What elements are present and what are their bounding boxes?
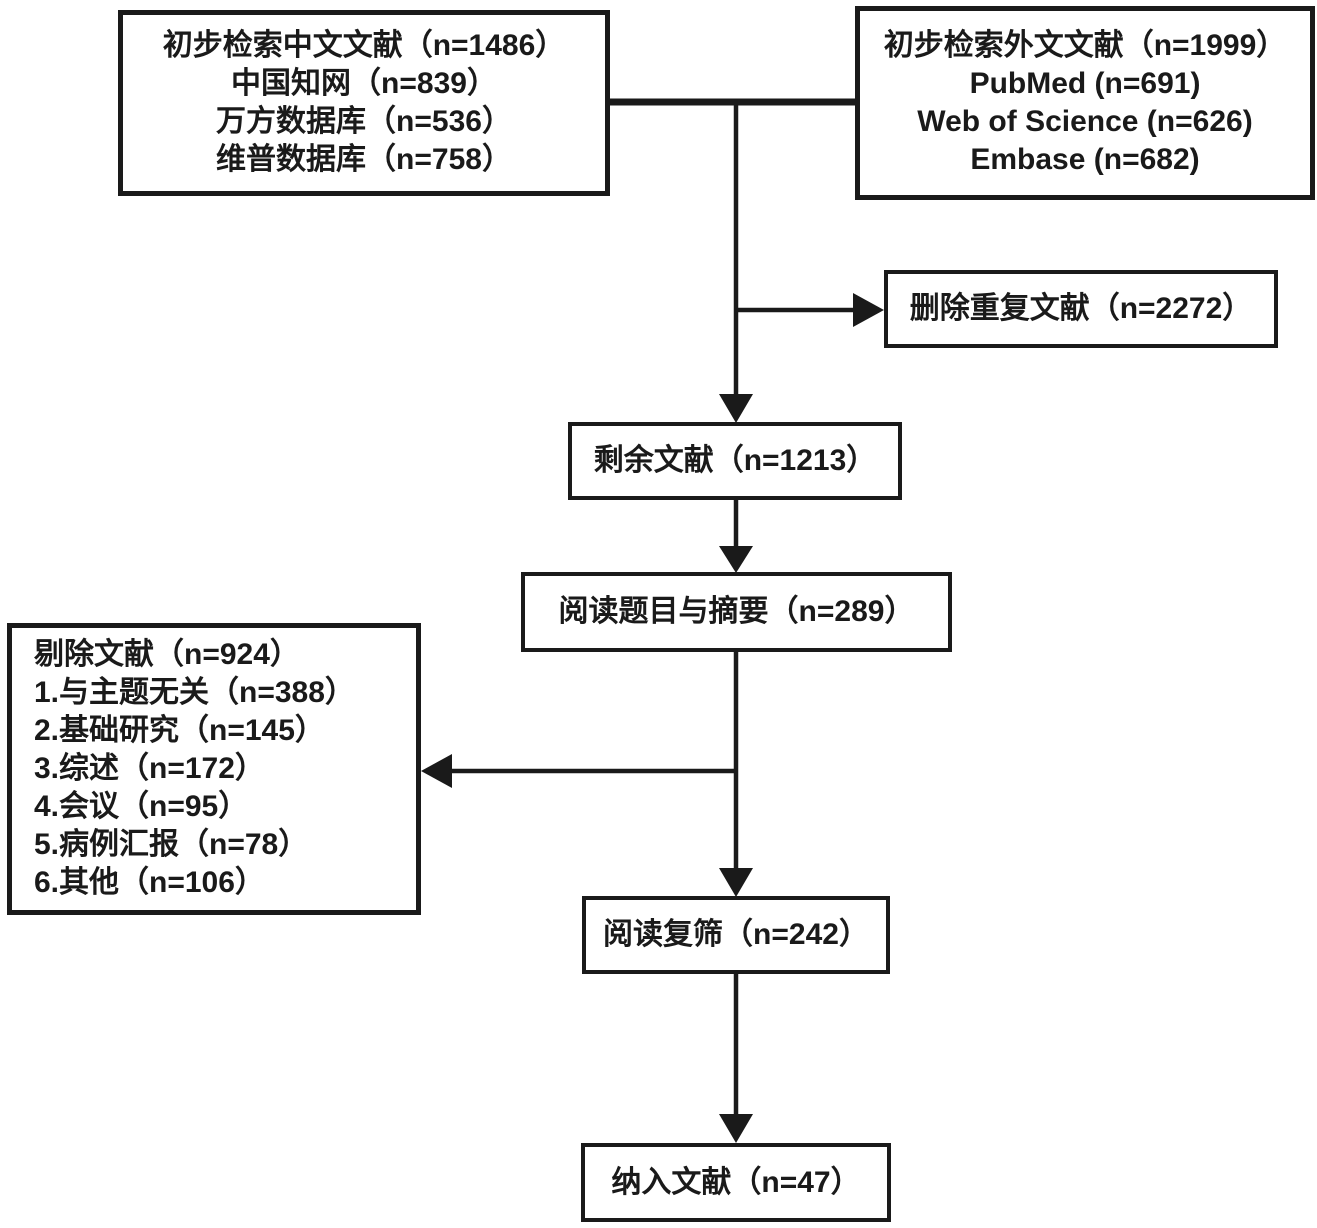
full-text-rescreen-label: 阅读复筛（n=242） (603, 918, 869, 951)
excluded-reason-2: 2.基础研究（n=145） (34, 714, 325, 747)
excluded-reason-1: 1.与主题无关（n=388） (34, 676, 355, 709)
excluded-reason-5: 5.病例汇报（n=78） (34, 828, 309, 861)
box-excluded: 剔除文献（n=924） 1.与主题无关（n=388） 2.基础研究（n=145）… (7, 623, 421, 915)
foreign-search-wos: Web of Science (n=626) (917, 105, 1253, 138)
box-chinese-search: 初步检索中文文献（n=1486） 中国知网（n=839） 万方数据库（n=536… (118, 10, 610, 196)
excluded-reason-6: 6.其他（n=106） (34, 866, 265, 899)
foreign-search-embase: Embase (n=682) (970, 143, 1200, 176)
box-included: 纳入文献（n=47） (581, 1143, 891, 1222)
foreign-search-pubmed: PubMed (n=691) (969, 67, 1201, 100)
arrowhead-left-excluded (421, 754, 452, 788)
title-abstract-screen-label: 阅读题目与摘要（n=289） (558, 595, 915, 628)
arrowhead-down-included (719, 1114, 753, 1143)
excluded-title: 剔除文献（n=924） (34, 638, 300, 671)
box-full-text-rescreen: 阅读复筛（n=242） (582, 896, 890, 974)
arrowhead-right-duplicates (853, 293, 884, 327)
excluded-reason-3: 3.综述（n=172） (34, 752, 265, 785)
duplicates-removed-label: 删除重复文献（n=2272） (909, 292, 1253, 325)
included-label: 纳入文献（n=47） (611, 1165, 861, 1199)
arrowhead-down-title-abstract (719, 546, 753, 573)
chinese-search-vip: 维普数据库（n=758） (216, 143, 512, 176)
chinese-search-cnki: 中国知网（n=839） (231, 67, 497, 100)
box-remaining: 剩余文献（n=1213） (568, 422, 902, 500)
arrowhead-down-remaining (719, 394, 753, 423)
chinese-search-title: 初步检索中文文献（n=1486） (162, 29, 566, 62)
box-duplicates-removed: 删除重复文献（n=2272） (884, 270, 1278, 348)
foreign-search-title: 初步检索外文文献（n=1999） (883, 29, 1287, 62)
arrowhead-down-rescreen (719, 868, 753, 897)
excluded-reason-4: 4.会议（n=95） (34, 790, 249, 823)
box-foreign-search: 初步检索外文文献（n=1999） PubMed (n=691) Web of S… (855, 6, 1315, 200)
remaining-label: 剩余文献（n=1213） (593, 444, 877, 477)
box-title-abstract-screen: 阅读题目与摘要（n=289） (521, 572, 952, 652)
chinese-search-wanfang: 万方数据库（n=536） (216, 105, 512, 138)
